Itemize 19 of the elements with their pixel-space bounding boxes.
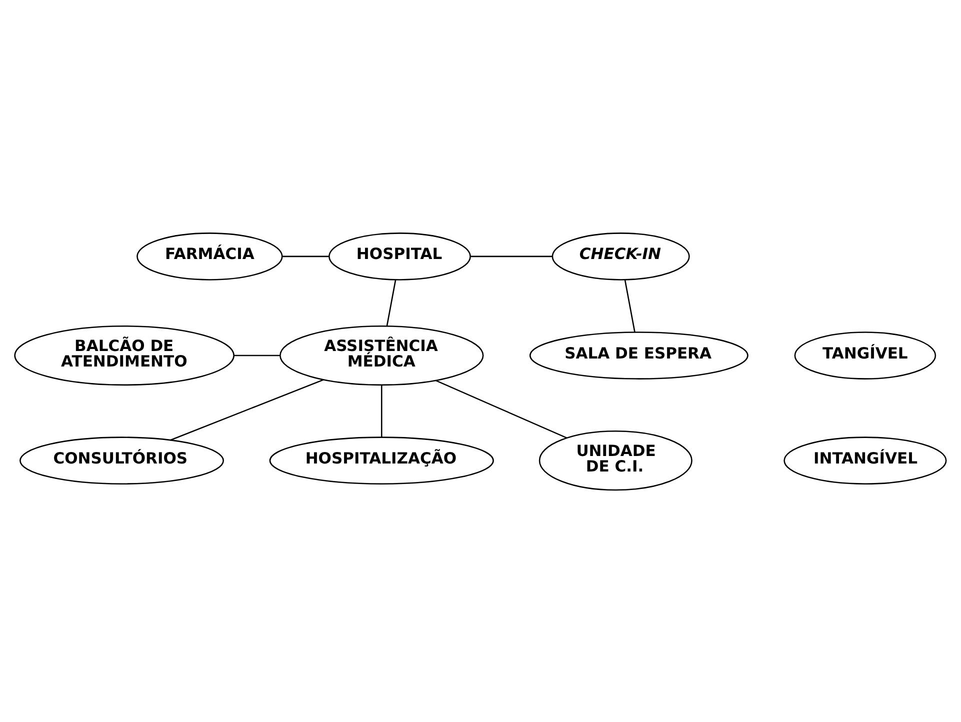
node-ellipse: HOSPITALIZAÇÃO (269, 436, 494, 484)
connector (170, 378, 324, 440)
node-ellipse: HOSPITAL (328, 232, 471, 280)
node-ellipse: SALA DE ESPERA (529, 331, 748, 379)
connector (470, 255, 552, 257)
connector (282, 255, 329, 257)
connector (624, 280, 636, 332)
node-ellipse: UNIDADE DE C.I. (538, 430, 692, 490)
node-ellipse: TANGÍVEL (794, 331, 936, 379)
connector (436, 379, 568, 438)
connector (386, 280, 396, 326)
node-ellipse: CHECK-IN (552, 232, 690, 280)
node-ellipse: ASSISTÊNCIA MÉDICA (280, 324, 484, 386)
node-ellipse: BALCÃO DE ATENDIMENTO (14, 324, 235, 386)
node-ellipse: INTANGÍVEL (784, 436, 947, 484)
node-ellipse: CONSULTÓRIOS (20, 436, 224, 484)
node-ellipse: FARMÁCIA (136, 232, 283, 280)
connector (234, 354, 280, 356)
connector (380, 384, 382, 437)
